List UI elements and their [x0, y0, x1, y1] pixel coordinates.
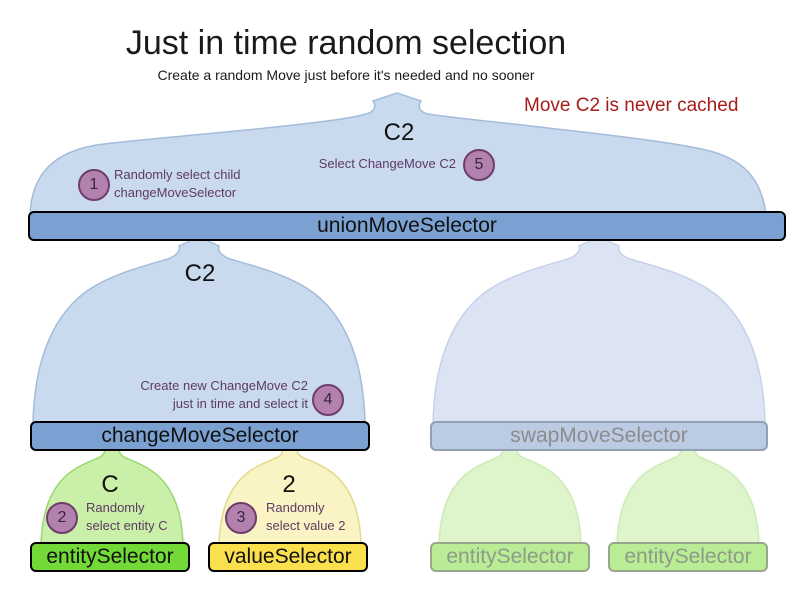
- faded-entity-selector-right-bar: entitySelector: [608, 542, 768, 572]
- value-selector-bar: valueSelector: [208, 542, 368, 572]
- step-3-line-1: Randomly: [266, 500, 325, 515]
- swap-to-union-dome-shape: [432, 236, 766, 425]
- step-5-annotation: Select ChangeMove C2: [296, 155, 456, 173]
- page-subtitle: Create a random Move just before it's ne…: [157, 67, 535, 83]
- step-1-line-1: Randomly select child: [114, 167, 241, 182]
- step-5-line-1: Select ChangeMove C2: [318, 156, 456, 171]
- step-4-badge: 4: [312, 384, 344, 416]
- step-5-badge: 5: [463, 149, 495, 181]
- page-title: Just in time random selection: [125, 24, 567, 62]
- step-2-line-2: select entity C: [86, 518, 168, 533]
- entity-selector-bar: entitySelector: [30, 542, 190, 572]
- union-output-dome-shape: [29, 92, 767, 217]
- never-cached-note: Move C2 is never cached: [524, 95, 739, 116]
- step-1-badge: 1: [78, 169, 110, 201]
- change-move-selector-bar: changeMoveSelector: [30, 421, 370, 451]
- step-2-line-1: Randomly: [86, 500, 145, 515]
- swap-move-selector-bar: swapMoveSelector: [430, 421, 768, 451]
- step-4-line-1: Create new ChangeMove C2: [140, 378, 308, 393]
- faded-entity-left-dome-shape: [438, 440, 582, 545]
- step-4-annotation: Create new ChangeMove C2 just in time an…: [128, 377, 308, 413]
- step-3-badge: 3: [225, 502, 257, 534]
- step-1-line-2: changeMoveSelector: [114, 185, 237, 200]
- step-2-badge: 2: [46, 502, 78, 534]
- entity-output-label: C: [101, 471, 119, 498]
- value-output-label: 2: [282, 471, 296, 498]
- change-to-union-dome-shape: [32, 236, 366, 425]
- step-3-annotation: Randomly select value 2: [266, 499, 346, 535]
- change-output-label: C2: [184, 260, 216, 287]
- step-4-line-2: just in time and select it: [172, 396, 308, 411]
- union-move-selector-bar: unionMoveSelector: [28, 211, 786, 241]
- union-output-label: C2: [383, 119, 415, 146]
- faded-entity-right-dome-shape: [616, 440, 760, 545]
- step-2-annotation: Randomly select entity C: [86, 499, 168, 535]
- step-3-line-2: select value 2: [266, 518, 346, 533]
- faded-entity-selector-left-bar: entitySelector: [430, 542, 590, 572]
- step-1-annotation: Randomly select child changeMoveSelector: [114, 166, 240, 202]
